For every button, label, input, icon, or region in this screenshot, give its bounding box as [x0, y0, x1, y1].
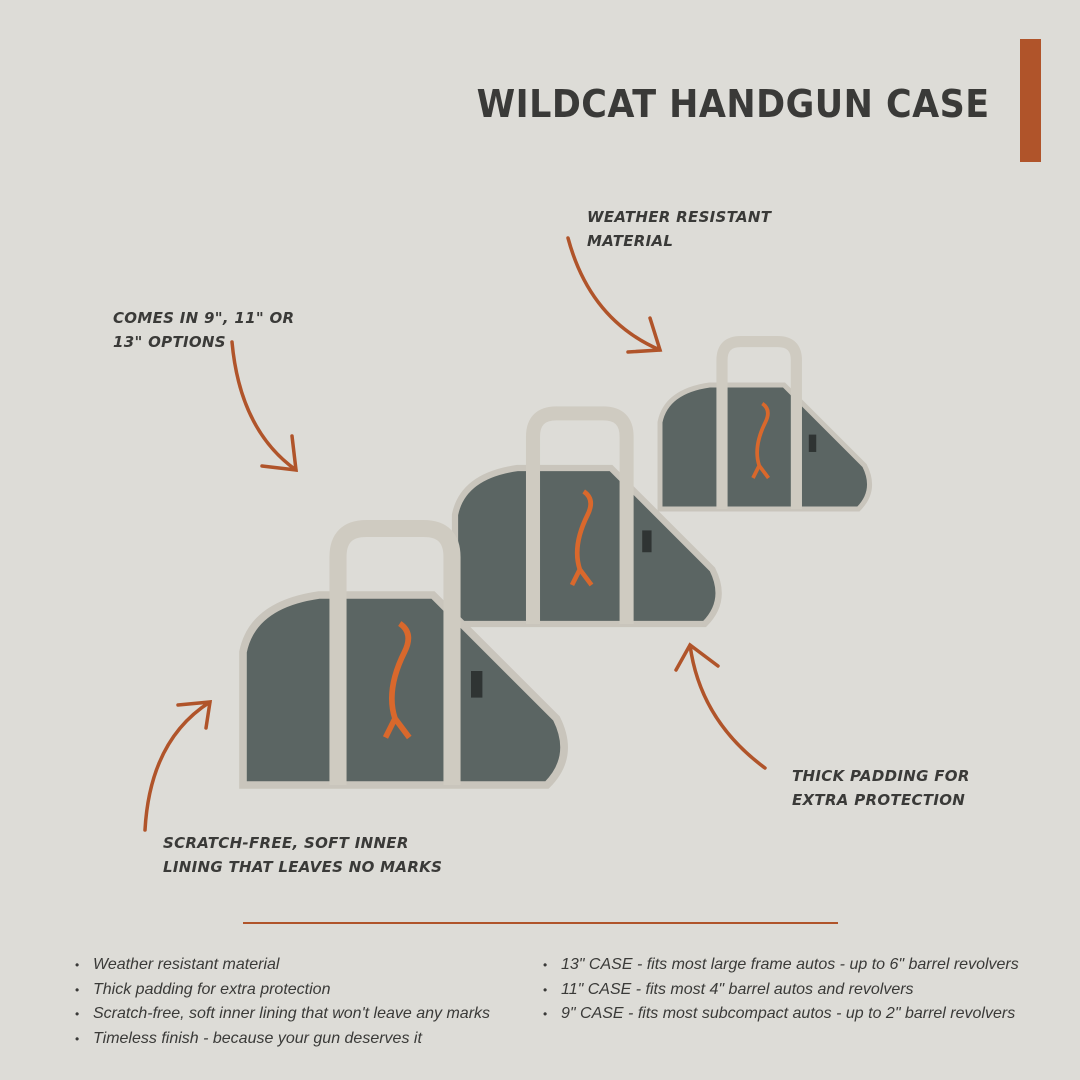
- feature-item: Timeless finish - because your gun deser…: [75, 1027, 490, 1052]
- size-item: 9" CASE - fits most subcompact autos - u…: [543, 1002, 1019, 1027]
- feature-item: Weather resistant material: [75, 953, 490, 978]
- arrows: [143, 236, 767, 832]
- accent-bar: [1020, 39, 1041, 162]
- sizes-list: 13" CASE - fits most large frame autos -…: [543, 953, 1019, 1027]
- arrow-padding: [674, 642, 767, 770]
- callout-weather: Weather resistant material: [587, 208, 772, 250]
- arrow-lining: [143, 700, 213, 832]
- feature-item: Scratch-free, soft inner lining that won…: [75, 1002, 490, 1027]
- callout-sizes: Comes in 9", 11" or 13" options: [113, 309, 295, 351]
- size-item: 11" CASE - fits most 4" barrel autos and…: [543, 978, 1019, 1003]
- callout-lining: Scratch-free, soft inner lining that lea…: [163, 834, 443, 876]
- arrow-sizes: [230, 340, 298, 472]
- divider: [243, 922, 838, 924]
- callout-padding: Thick padding for extra protection: [792, 767, 970, 809]
- size-item: 13" CASE - fits most large frame autos -…: [543, 953, 1019, 978]
- features-list: Weather resistant material Thick padding…: [75, 953, 490, 1051]
- case-9-inch: [660, 342, 870, 509]
- page-title: WILDCAT HANDGUN CASE: [477, 82, 990, 126]
- arrow-weather: [566, 236, 663, 354]
- feature-item: Thick padding for extra protection: [75, 978, 490, 1003]
